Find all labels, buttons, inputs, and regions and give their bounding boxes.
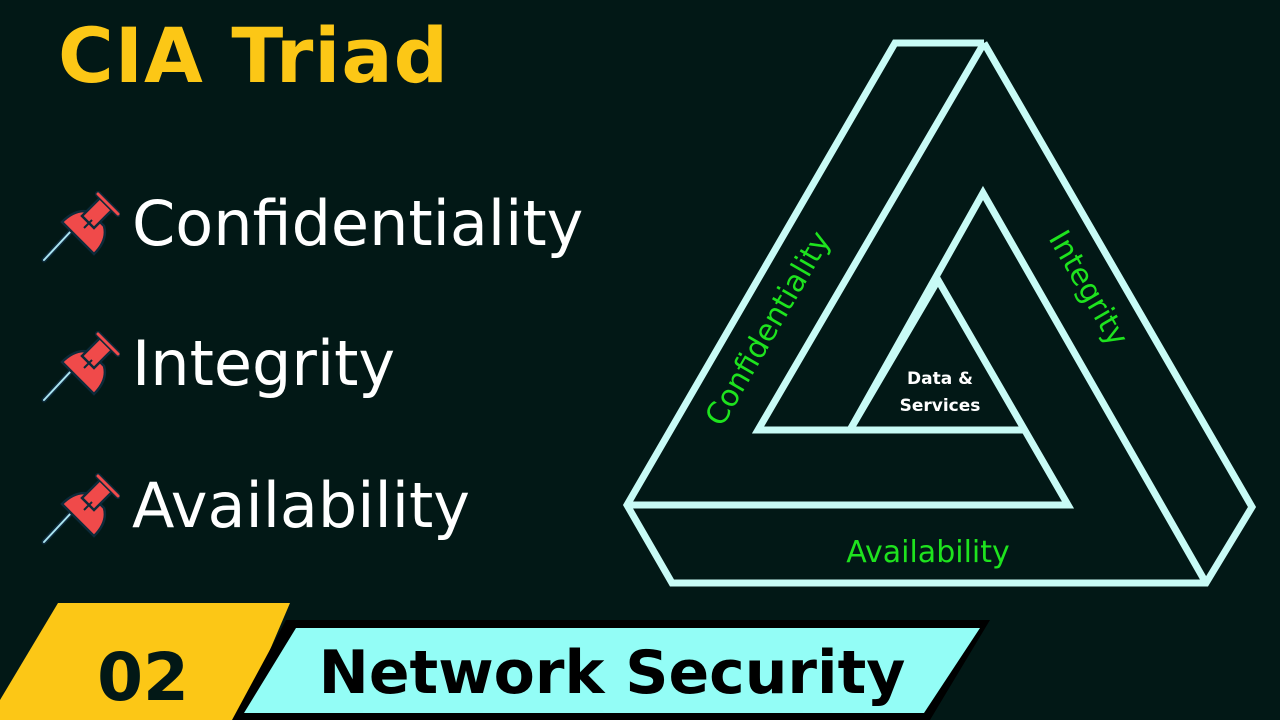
episode-number-bg <box>0 603 290 720</box>
list-item-label: Availability <box>132 468 470 542</box>
list-item-integrity: Integrity <box>38 318 395 408</box>
list-item-label: Integrity <box>132 326 396 400</box>
pushpin-icon <box>41 191 120 263</box>
list-item-label: Confidentiality <box>132 186 584 260</box>
episode-number: 02 <box>97 639 189 716</box>
center-label-line2: Services <box>900 396 981 416</box>
list-item-confidentiality: Confidentiality <box>38 178 583 268</box>
list-item-availability: Availability <box>38 460 470 550</box>
side-label-availability: Availability <box>846 535 1010 570</box>
series-title: Network Security <box>319 638 906 708</box>
pushpin-icon <box>41 331 120 403</box>
series-title-bg <box>244 628 980 713</box>
pushpin-icon <box>41 473 120 545</box>
center-label-line1: Data & <box>907 369 973 389</box>
triangle-outline <box>622 39 1257 587</box>
page-title: CIA Triad <box>58 11 450 100</box>
